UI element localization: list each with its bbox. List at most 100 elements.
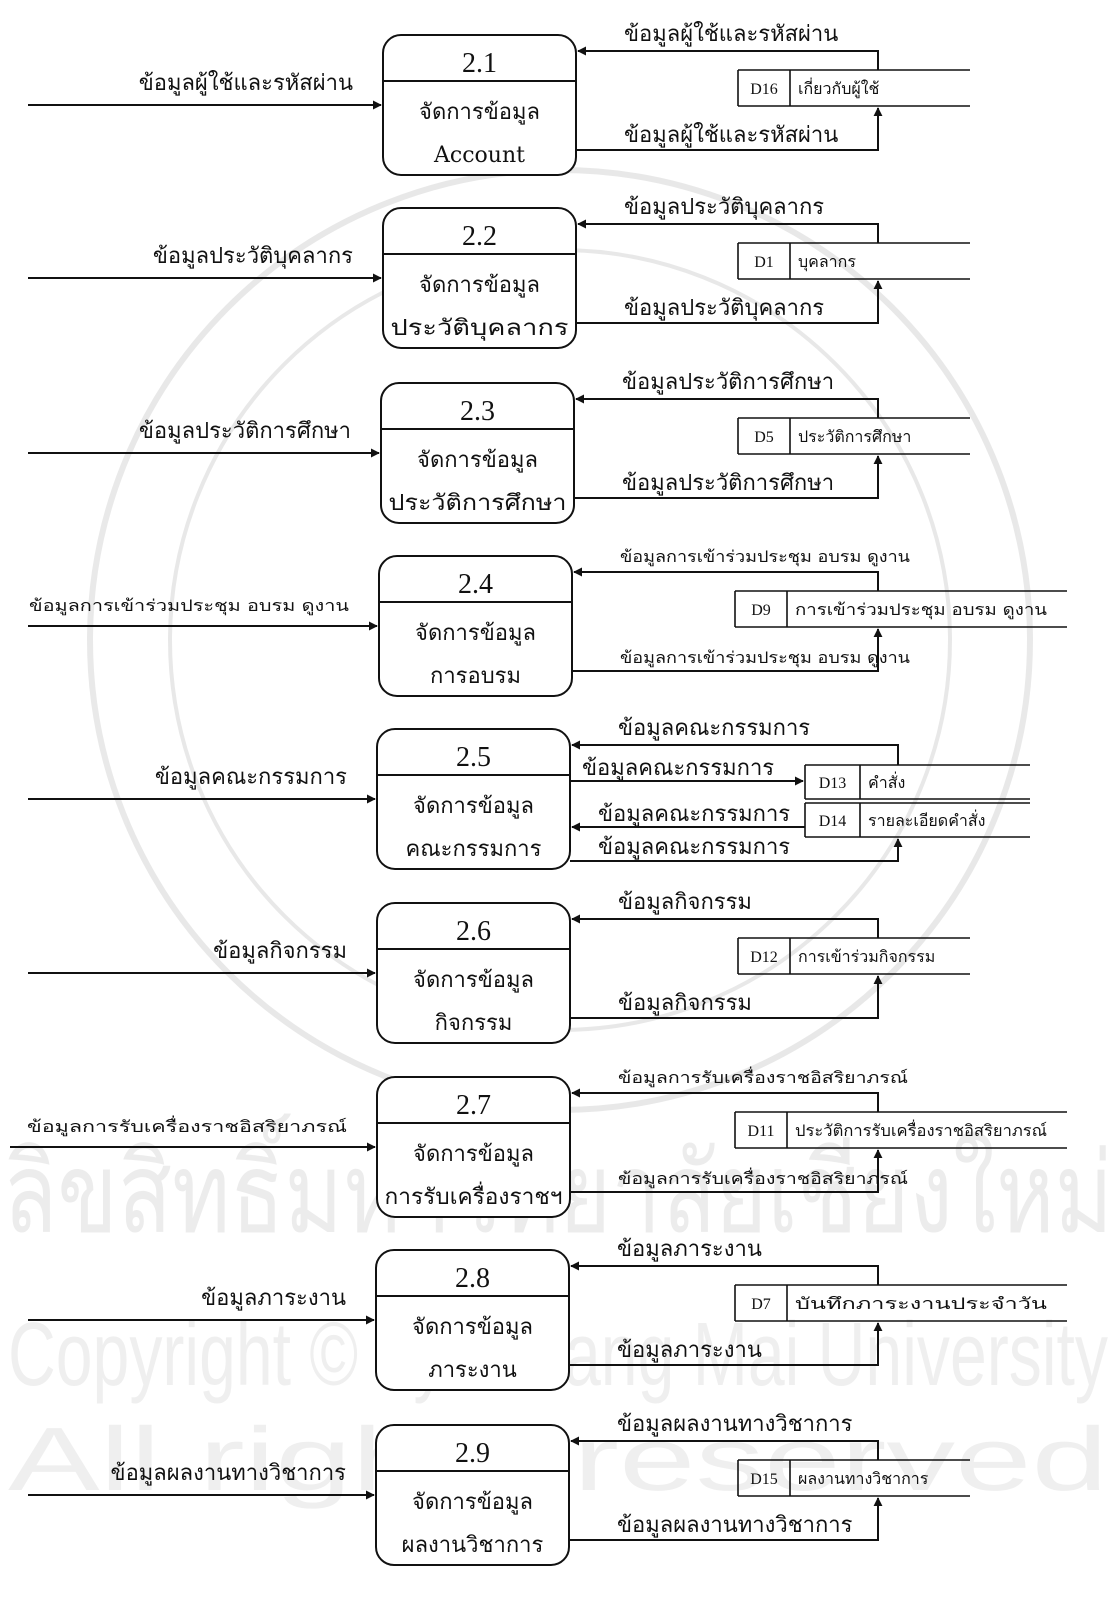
flow-from-store-9-arrow [570, 1436, 879, 1460]
process-2-box [382, 207, 577, 349]
input-flow-7-label: ข้อมูลการรับเครื่องราชอิสริยาภรณ์ [27, 1115, 347, 1137]
process-9-name: จัดการข้อมูล [412, 1490, 533, 1515]
flow-from-store-1-arrow [577, 46, 879, 70]
process-2-name: จัดการข้อมูล [419, 273, 540, 298]
store-D11-code: D11 [748, 1123, 775, 1140]
flow-to-store-5-label: ข้อมูลคณะกรรมการ [582, 756, 774, 781]
flow-from-store-5-label: ข้อมูลคณะกรรมการ [618, 716, 810, 741]
flow-from-store-2-label: ข้อมูลประวัติบุคลากร [624, 195, 824, 220]
flow-from-store2-5-label: ข้อมูลคณะกรรมการ [598, 802, 790, 827]
process-5-id: 2.5 [456, 742, 491, 773]
flow-to-store-9-arrow [569, 1497, 883, 1541]
flow-to-store-1-label: ข้อมูลผู้ใช้และรหัสผ่าน [624, 122, 838, 148]
process-1: 2.1จัดการข้อมูลAccountข้อมูลผู้ใช้และรหั… [28, 21, 970, 176]
process-7-id: 2.7 [456, 1090, 491, 1121]
process-4-id: 2.4 [458, 569, 493, 600]
flow-to-store2-5-arrow [570, 838, 903, 862]
process-4-name: จัดการข้อมูล [415, 621, 536, 646]
flow-to-store-7-label: ข้อมูลการรับเครื่องราชอิสริยาภรณ์ [618, 1167, 908, 1189]
flow-from-store-2-arrow [577, 219, 879, 243]
store-D5-name: ประวัติการศึกษา [798, 427, 911, 446]
flow-to-store-1-arrow [576, 107, 883, 151]
process-5-name: จัดการข้อมูล [413, 794, 534, 819]
input-flow-2-label: ข้อมูลประวัติบุคลากร [153, 244, 353, 269]
process-6: 2.6 จัดการข้อมูลกิจกรรม ข้อมูลกิจกรรม D12 กา… [28, 890, 970, 1044]
process-7: 2.7 จัดการข้อมูลการรับเครื่องราชฯ ข้อมูลกา… [10, 1066, 1067, 1218]
flow-to-store-2-arrow [576, 280, 883, 324]
process-3-name: จัดการข้อมูล [417, 448, 538, 473]
store-D1-name: บุคลากร [798, 252, 856, 272]
store-D7-name: บันทึกภาระงานประจำวัน [795, 1294, 1047, 1313]
store-D15-name: ผลงานทางวิชาการ [798, 1469, 929, 1488]
process-3: 2.3จัดการข้อมูลประวัติการศึกษาข้อมูลประว… [28, 370, 970, 524]
flow-from-store-7-label: ข้อมูลการรับเครื่องราชอิสริยาภรณ์ [618, 1066, 908, 1088]
process-4-name-line2: การอบรม [430, 664, 521, 689]
process-1-id: 2.1 [462, 48, 497, 79]
flow-to-store-2-label: ข้อมูลประวัติบุคลากร [624, 296, 824, 321]
flow-to-store-8-arrow [569, 1322, 883, 1366]
process-9-id: 2.9 [455, 1438, 490, 1469]
process-2-name-line2: ประวัติบุคลากร [391, 316, 569, 341]
flow-to-store-6-arrow [570, 975, 883, 1019]
process-6-name: จัดการข้อมูล [413, 968, 534, 993]
flow-to-store-3-label: ข้อมูลประวัติการศึกษา [622, 471, 834, 496]
process-8-id: 2.8 [455, 1263, 490, 1294]
store-D9-code: D9 [751, 602, 771, 619]
store-D16-code: D16 [750, 81, 778, 98]
process-5-name-line2: คณะกรรมการ [406, 837, 542, 862]
process-6-box [376, 902, 571, 1044]
process-2-id: 2.2 [462, 221, 497, 252]
flow-to-store-4-arrow [572, 628, 883, 672]
flow-from-store-4-arrow [573, 567, 879, 591]
process-6-id: 2.6 [456, 916, 491, 947]
input-flow-4-label: ข้อมูลการเข้าร่วมประชุม อบรม ดูงาน [29, 596, 349, 616]
flow-from-store-4-label: ข้อมูลการเข้าร่วมประชุม อบรม ดูงาน [620, 547, 910, 567]
flow-to-store-7-arrow [570, 1149, 883, 1193]
store-D7-code: D7 [751, 1296, 771, 1313]
flow-from-store-6-label: ข้อมูลกิจกรรม [618, 890, 752, 915]
store-D11-name: ประวัติการรับเครื่องราชอิสริยาภรณ์ [795, 1119, 1047, 1140]
process-5: 2.5 จัดการข้อมูลคณะกรรมการ ข้อมูลคณะกรรมกา… [28, 716, 1030, 870]
process-7-box [376, 1076, 571, 1218]
store-D9-name: การเข้าร่วมประชุม อบรม ดูงาน [795, 600, 1047, 620]
process-1-name: จัดการข้อมูล [419, 100, 540, 125]
process-8: 2.8 จัดการข้อมูลภาระงาน ข้อมูลภาระงาน D7 บัน… [28, 1237, 1067, 1391]
process-2: 2.2 จัดการข้อมูลประวัติบุคลากร ข้อมูลประวั… [28, 195, 970, 349]
process-5-box [376, 728, 571, 870]
flow-from-store-5-arrow [571, 740, 899, 765]
process-3-id: 2.3 [460, 396, 495, 427]
store-D12-name: การเข้าร่วมกิจกรรม [798, 947, 935, 966]
flow-from-store-7-arrow [571, 1088, 879, 1112]
store-D12-code: D12 [750, 949, 778, 966]
process-8-box [375, 1249, 570, 1391]
process-9-box [375, 1424, 570, 1566]
store-D14-code: D14 [819, 813, 847, 830]
flow-to-store-9-label: ข้อมูลผลงานทางวิชาการ [617, 1513, 853, 1538]
store-D14-name: รายละเอียดคำสั่ง [868, 809, 985, 830]
process-9-name-line2: ผลงานวิชาการ [402, 1533, 544, 1558]
input-flow-1-label: ข้อมูลผู้ใช้และรหัสผ่าน [139, 70, 353, 96]
store-D5-code: D5 [754, 429, 774, 446]
process-7-name: จัดการข้อมูล [413, 1142, 534, 1167]
flow-from-store-1-label: ข้อมูลผู้ใช้และรหัสผ่าน [624, 21, 838, 47]
flow-to-store2-5-label: ข้อมูลคณะกรรมการ [598, 835, 790, 860]
process-1-box [382, 34, 577, 176]
input-flow-9-label: ข้อมูลผลงานทางวิชาการ [111, 1461, 347, 1486]
store-D13-code: D13 [819, 775, 847, 792]
flow-from-store-3-label: ข้อมูลประวัติการศึกษา [622, 370, 834, 395]
store-D13-name: คำสั่ง [868, 771, 905, 792]
process-8-name: จัดการข้อมูล [412, 1315, 533, 1340]
input-flow-8-label: ข้อมูลภาระงาน [201, 1286, 346, 1311]
process-8-name-line2: ภาระงาน [428, 1358, 517, 1383]
process-7-name-line2: การรับเครื่องราชฯ [385, 1181, 563, 1210]
flow-from-store-6-arrow [571, 914, 879, 938]
process-6-name-line2: กิจกรรม [435, 1011, 513, 1036]
flow-from-store-9-label: ข้อมูลผลงานทางวิชาการ [617, 1412, 853, 1437]
input-flow-3-label: ข้อมูลประวัติการศึกษา [139, 419, 351, 444]
input-flow-6-label: ข้อมูลกิจกรรม [213, 939, 347, 964]
flow-to-store-6-label: ข้อมูลกิจกรรม [618, 991, 752, 1016]
flow-to-store-3-arrow [574, 455, 883, 499]
